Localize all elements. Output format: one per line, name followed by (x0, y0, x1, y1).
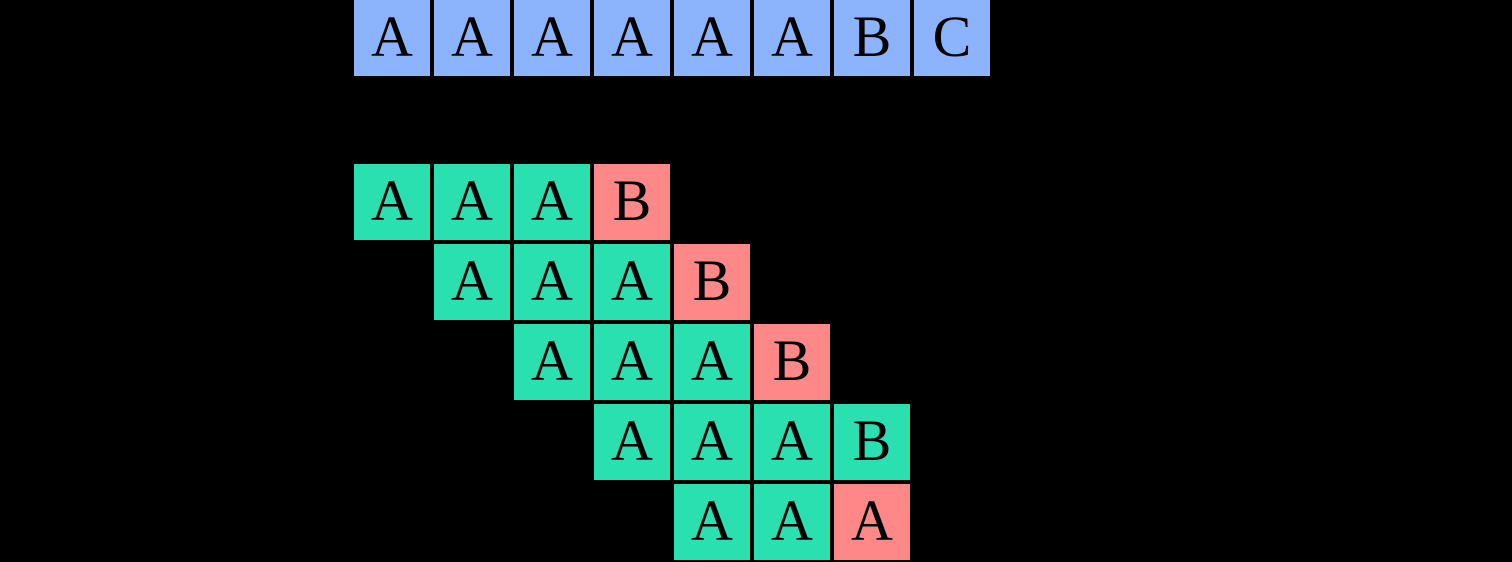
pattern-row-4-cell-0[interactable]: A (672, 482, 752, 562)
pattern-row-4-cell-2[interactable]: A (832, 482, 912, 562)
text-row-cell-0[interactable]: A (352, 0, 432, 78)
cell-glyph: A (611, 408, 653, 473)
pattern-row-2-cell-0[interactable]: A (512, 322, 592, 402)
cell-glyph: B (852, 408, 892, 473)
text-row-cell-4[interactable]: A (672, 0, 752, 78)
cell-glyph: B (852, 4, 892, 69)
pattern-row-3-cell-1[interactable]: A (672, 402, 752, 482)
cell-glyph: A (771, 408, 813, 473)
cell-glyph: A (691, 328, 733, 393)
pattern-row-1-cell-0[interactable]: A (432, 242, 512, 322)
cell-glyph: B (772, 328, 812, 393)
pattern-row-3-cell-0[interactable]: A (592, 402, 672, 482)
cell-glyph: A (611, 4, 653, 69)
cell-glyph: A (451, 168, 493, 233)
cell-glyph: A (531, 328, 573, 393)
cell-glyph: A (531, 248, 573, 313)
pattern-row-3-cell-3[interactable]: B (832, 402, 912, 482)
pattern-row-0-cell-1[interactable]: A (432, 162, 512, 242)
cell-glyph: A (691, 488, 733, 553)
pattern-row-2-cell-3[interactable]: B (752, 322, 832, 402)
cell-glyph: A (611, 328, 653, 393)
cell-glyph: B (692, 248, 732, 313)
cell-glyph: B (612, 168, 652, 233)
pattern-row-1-cell-3[interactable]: B (672, 242, 752, 322)
pattern-row-2-cell-1[interactable]: A (592, 322, 672, 402)
pattern-row-4-cell-1[interactable]: A (752, 482, 832, 562)
cell-glyph: A (451, 248, 493, 313)
text-row-cell-5[interactable]: A (752, 0, 832, 78)
cell-glyph: A (371, 4, 413, 69)
pattern-row-3-cell-2[interactable]: A (752, 402, 832, 482)
pattern-row-0-cell-0[interactable]: A (352, 162, 432, 242)
text-row-cell-2[interactable]: A (512, 0, 592, 78)
text-row-cell-7[interactable]: C (912, 0, 992, 78)
cell-glyph: C (932, 4, 972, 69)
cell-glyph: A (691, 4, 733, 69)
pattern-row-1-cell-1[interactable]: A (512, 242, 592, 322)
text-row-cell-1[interactable]: A (432, 0, 512, 78)
pattern-row-1-cell-2[interactable]: A (592, 242, 672, 322)
pattern-row-2-cell-2[interactable]: A (672, 322, 752, 402)
text-row-cell-3[interactable]: A (592, 0, 672, 78)
cell-glyph: A (611, 248, 653, 313)
cell-glyph: A (771, 488, 813, 553)
cell-glyph: A (691, 408, 733, 473)
cell-glyph: A (851, 488, 893, 553)
cell-glyph: A (531, 168, 573, 233)
pattern-row-0-cell-2[interactable]: A (512, 162, 592, 242)
cell-glyph: A (771, 4, 813, 69)
cell-glyph: A (531, 4, 573, 69)
pattern-row-0-cell-3[interactable]: B (592, 162, 672, 242)
cell-glyph: A (371, 168, 413, 233)
text-row-cell-6[interactable]: B (832, 0, 912, 78)
cell-glyph: A (451, 4, 493, 69)
